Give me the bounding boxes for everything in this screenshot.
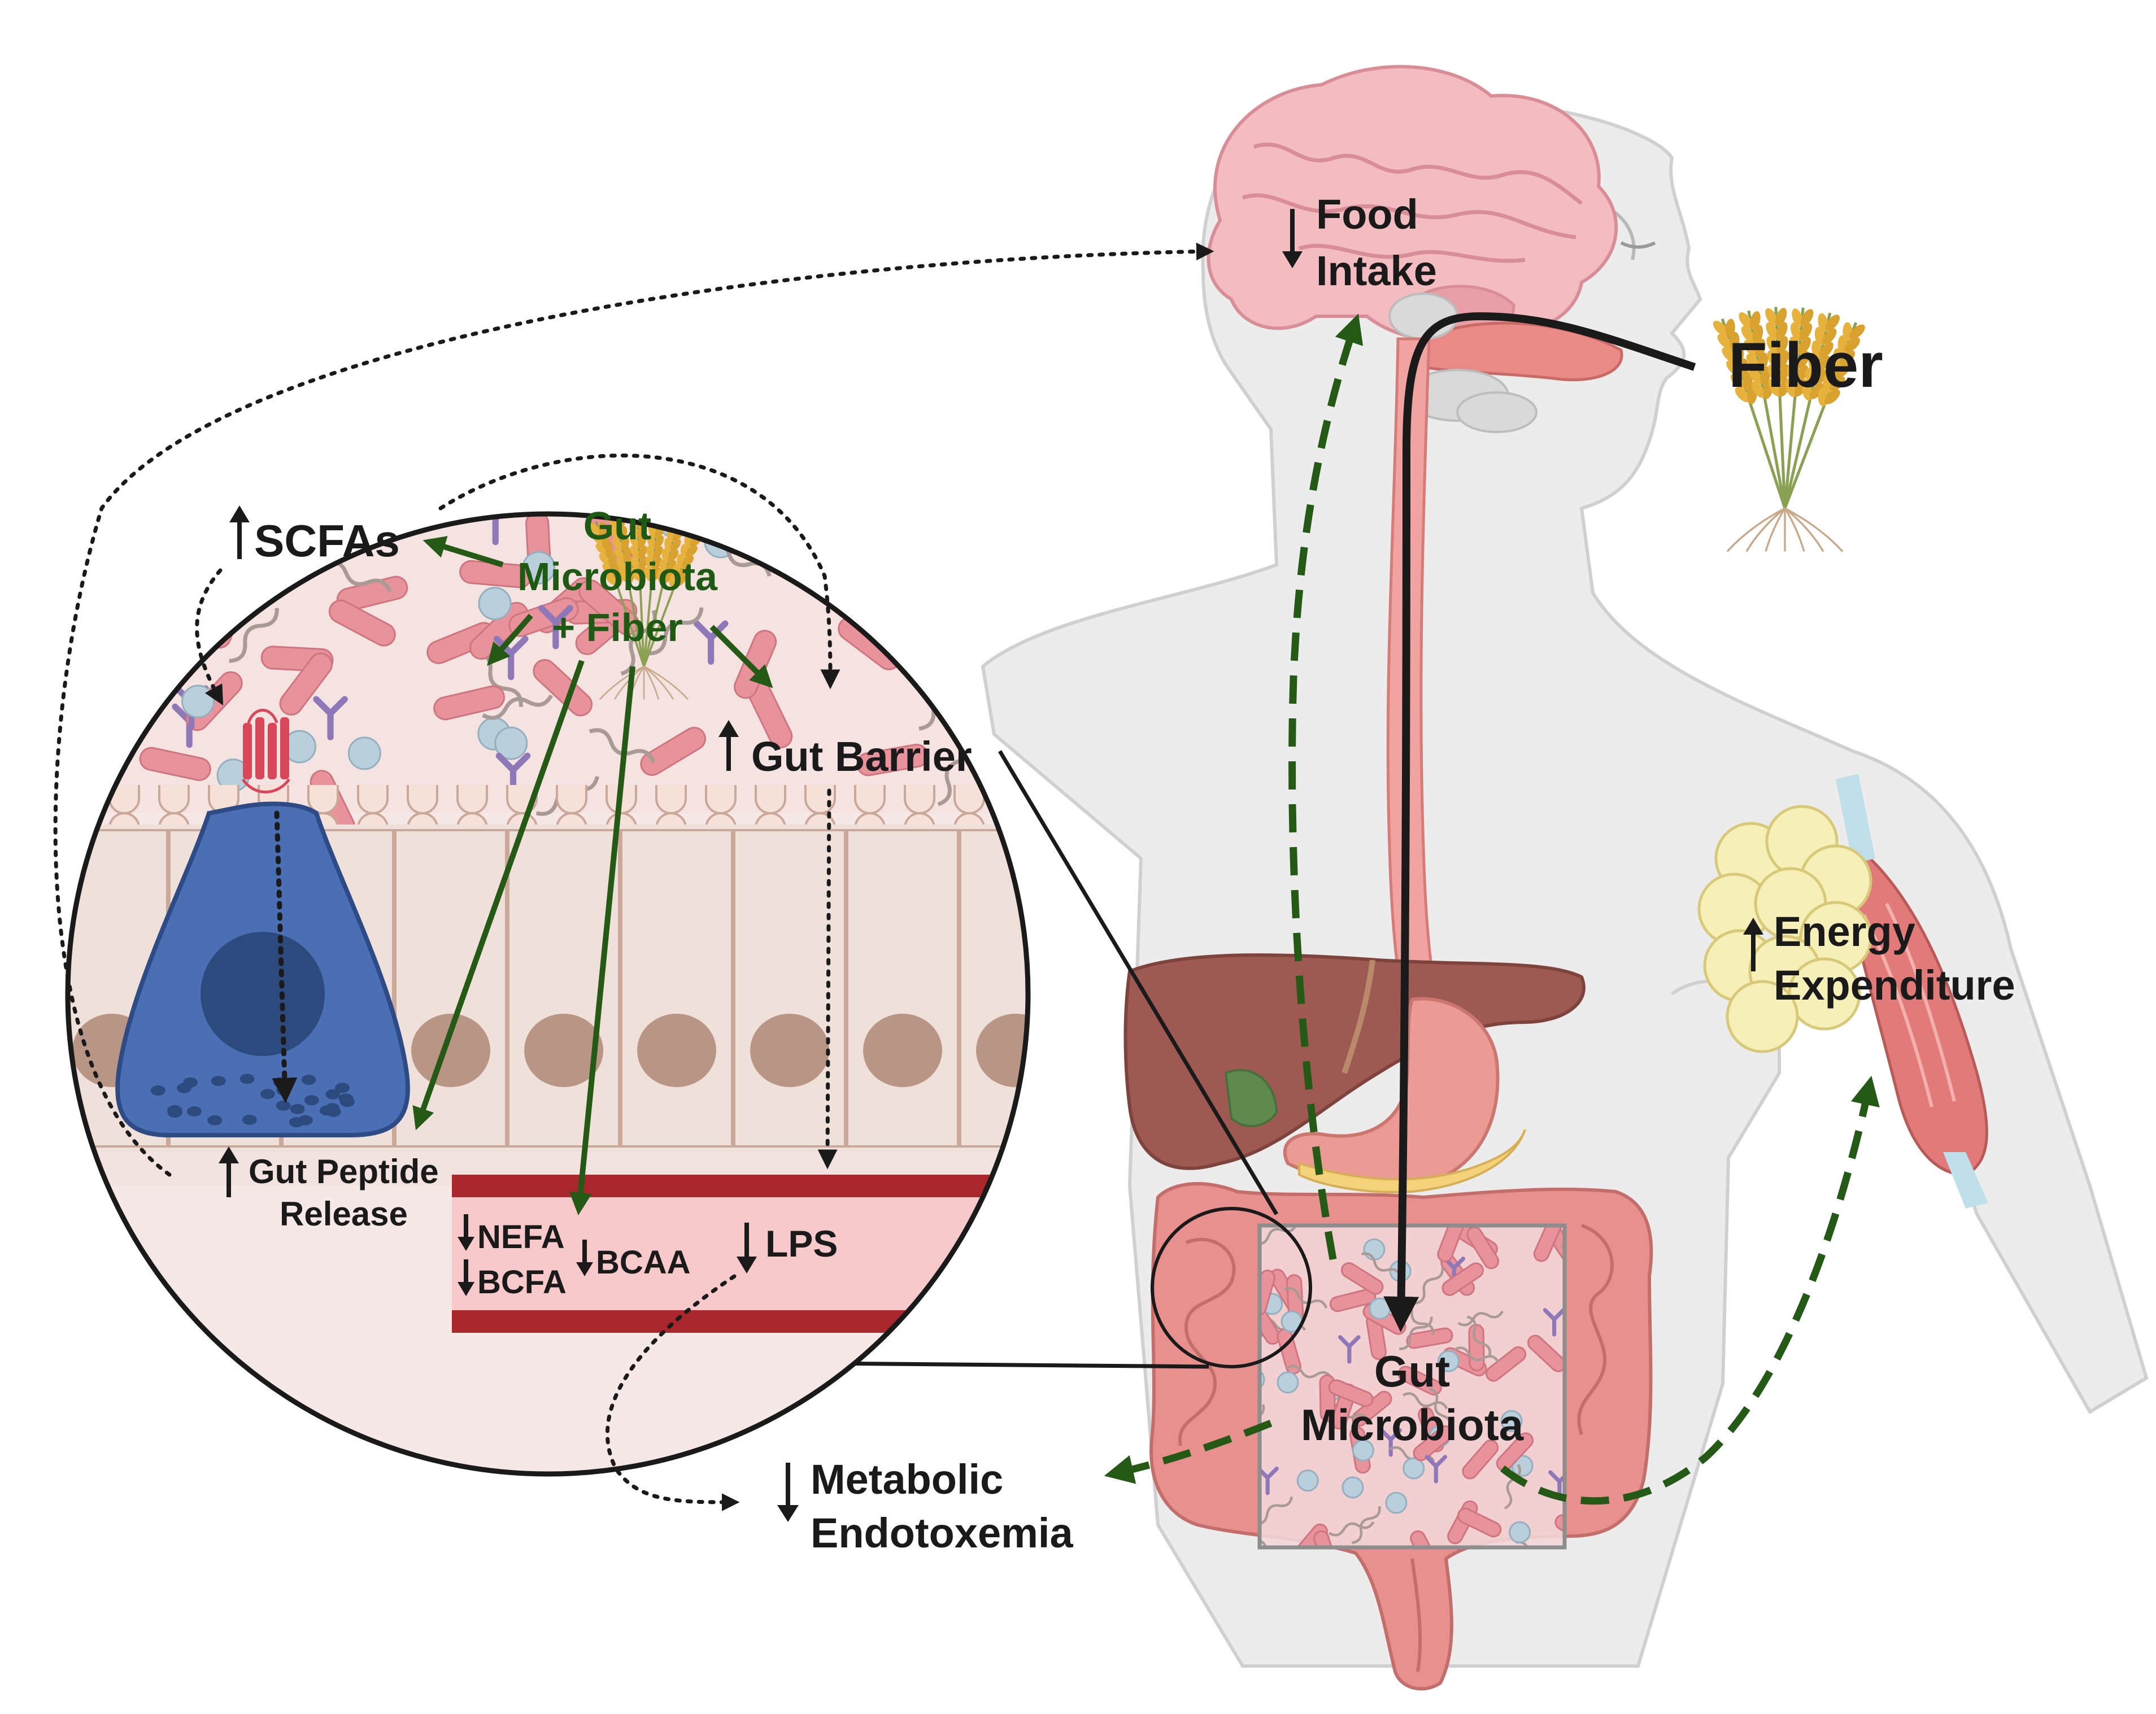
- label-gut: Gut: [1374, 1346, 1450, 1396]
- blood-vessel-wall: [452, 1175, 1028, 1197]
- wheat-icon: [1713, 307, 1865, 552]
- label-release: Release: [280, 1195, 408, 1233]
- zoom-connector-top: [998, 750, 1279, 1215]
- label-bcaa: BCAA: [596, 1244, 691, 1281]
- label-fiber: Fiber: [1728, 330, 1883, 400]
- arrow-receptor-to-granules: [272, 810, 298, 1104]
- label-gut-peptide: Gut Peptide: [249, 1153, 439, 1190]
- label-gut-microbiota-fiber-3: + Fiber: [552, 605, 682, 649]
- arrow-gut-microbiota-to-food-intake: [1288, 313, 1364, 1261]
- label-gut-microbiota-fiber-2: Microbiota: [517, 555, 718, 599]
- arrow-microbiota-to-blood: [569, 666, 635, 1215]
- label-metabolic: Metabolic: [811, 1456, 1003, 1503]
- label-gut-barrier: Gut Barrier: [751, 733, 972, 780]
- label-energy: Energy: [1774, 908, 1915, 955]
- arrow-microbiota-to-gut-barrier: [709, 625, 773, 688]
- arrow-arch-to-gut-barrier: [438, 453, 840, 690]
- label-food: Food: [1316, 191, 1418, 238]
- zoom-origin-circle: [1151, 1207, 1312, 1368]
- arrow-microbiota-to-lumen: [487, 613, 533, 666]
- label-nefa: NEFA: [477, 1219, 565, 1255]
- arrow-microbiota-to-gut-peptide: [412, 660, 585, 1131]
- enteroendocrine-cell-icon: [115, 709, 410, 1137]
- gut-microbiota-inset: [1257, 1223, 1567, 1550]
- arrow-microbiota-to-scfas: [423, 536, 504, 568]
- label-scfas: SCFAs: [254, 516, 400, 566]
- label-gut-microbiota-fiber-1: Gut: [583, 504, 652, 548]
- label-lps: LPS: [765, 1223, 838, 1264]
- oral-cavity-icon: [1388, 293, 1623, 433]
- label-intake: Intake: [1316, 247, 1437, 294]
- label-expenditure: Expenditure: [1774, 962, 2015, 1009]
- wheat-icon: [589, 514, 705, 700]
- trend-arrows: [219, 209, 1763, 1522]
- bacteria-icon: [1260, 1225, 1565, 1547]
- arrow-lps-to-endotoxemia: [605, 1274, 740, 1511]
- muscle-icon: [1836, 774, 1988, 1209]
- arrow-fiber-to-gut-microbiota: [1383, 312, 1696, 1332]
- label-microbiota: Microbiota: [1301, 1400, 1524, 1450]
- arrow-scfas-to-receptor: [195, 568, 224, 706]
- arrow-gut-microbiota-to-endotoxemia: [1104, 1419, 1273, 1484]
- label-endotoxemia: Endotoxemia: [811, 1510, 1073, 1556]
- arrow-gut-peptide-to-food-intake: [53, 242, 1214, 1177]
- label-bcfa: BCFA: [477, 1264, 567, 1301]
